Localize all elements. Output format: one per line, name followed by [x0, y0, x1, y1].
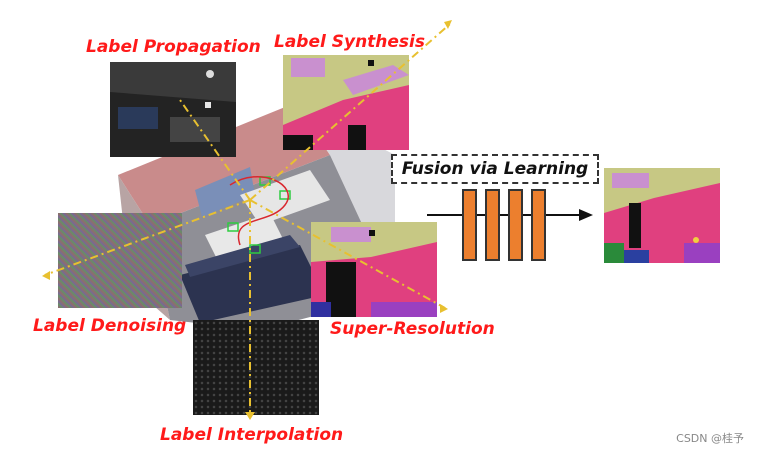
- label-denoising: Label Denoising: [33, 316, 187, 336]
- label-propagation: Label Propagation: [86, 37, 261, 57]
- synthesis-panel-image: [283, 55, 409, 150]
- fusion-arrow: [427, 209, 593, 221]
- interpolation-panel-image: [193, 320, 319, 415]
- watermark: CSDN @桂予: [676, 432, 744, 445]
- label-synthesis: Label Synthesis: [274, 32, 425, 52]
- network-layer-1: [462, 189, 477, 261]
- fusion-title: Fusion via Learning: [391, 154, 599, 184]
- label-super-resolution: Super-Resolution: [330, 319, 495, 339]
- label-interpolation: Label Interpolation: [160, 425, 344, 445]
- output-segmentation-image: [604, 168, 720, 263]
- network-layer-3: [508, 189, 523, 261]
- network-layer-4: [531, 189, 546, 261]
- denoising-panel-image: [58, 213, 182, 308]
- propagation-panel-image: [110, 62, 236, 157]
- network-layer-2: [485, 189, 500, 261]
- super-resolution-panel-image: [311, 222, 437, 317]
